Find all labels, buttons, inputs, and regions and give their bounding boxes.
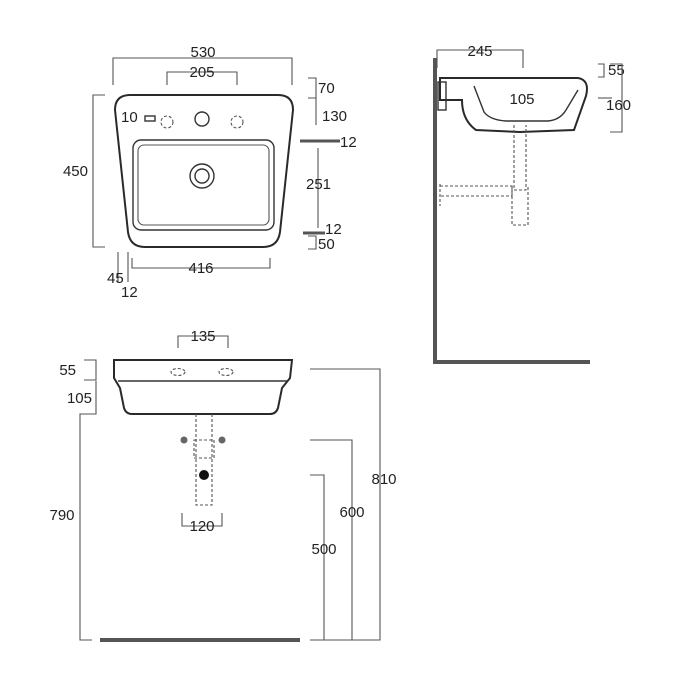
dim-bowl-height: 105 <box>67 390 92 407</box>
dim-floor-to-trap: 500 <box>311 541 336 558</box>
dim-tap-spacing: 205 <box>189 64 214 81</box>
dim-bowl-width: 416 <box>188 260 213 277</box>
tap-hole-right <box>230 115 244 129</box>
dim-line-bowl-width <box>131 258 271 269</box>
dim-floor-to-underside: 790 <box>49 507 74 524</box>
drain-inner <box>194 168 210 184</box>
dim-line-fixing-spacing <box>177 335 229 348</box>
fixing-hole-left <box>170 367 186 377</box>
wall-fixing-left <box>180 436 188 444</box>
waste-pipe-front <box>195 414 213 506</box>
drain-outer <box>189 163 215 189</box>
dim-line-overall-depth <box>92 94 105 248</box>
dim-line-waste-width <box>181 513 223 527</box>
dim-line-front-rim <box>308 235 317 250</box>
basin-outline-top <box>113 94 295 248</box>
wall-fixing-right <box>218 436 226 444</box>
tap-hole-center <box>194 111 210 127</box>
dim-side-rim-thickness: 12 <box>121 284 138 301</box>
front-view: 135 55 105 790 810 600 500 120 <box>49 328 397 642</box>
dim-line-floor-to-trap <box>310 474 325 640</box>
dim-floor-to-fixing: 600 <box>339 504 364 521</box>
dim-line-total-height-v <box>610 63 623 133</box>
dim-line-projection <box>436 49 524 68</box>
dim-rim-thickness-right: 12 <box>340 134 357 151</box>
waste-pipe-side <box>513 125 527 191</box>
side-view: 245 105 55 160 <box>433 43 631 364</box>
fixing-hole-right <box>218 367 234 377</box>
dim-line-top-thickness <box>598 63 605 78</box>
trap-outlet-front <box>199 470 209 480</box>
dim-bowl-depth: 251 <box>306 176 331 193</box>
dim-line-floor-to-top <box>310 368 381 641</box>
bowl-inner-line <box>137 144 270 226</box>
bowl-outline <box>132 139 275 231</box>
dim-front-rim: 50 <box>318 236 335 253</box>
dim-tap-hole-offset: 10 <box>121 109 138 126</box>
dim-fixing-spacing: 135 <box>190 328 215 345</box>
dim-projection: 245 <box>467 43 492 60</box>
dim-line-floor-to-fixing <box>310 439 353 640</box>
dim-line-floor-to-underside <box>79 413 92 641</box>
dim-total-height: 160 <box>606 97 631 114</box>
overflow-slot <box>144 115 156 122</box>
dim-waste-width: 120 <box>189 518 214 535</box>
dim-overall-width: 530 <box>190 44 215 61</box>
dim-top-thickness-front: 55 <box>59 362 76 379</box>
dim-line-tap-spacing <box>166 71 238 85</box>
dim-side-rim: 45 <box>107 270 124 287</box>
wall-bracket <box>437 81 447 111</box>
dim-floor-to-top: 810 <box>371 471 396 488</box>
top-view: 530 205 450 70 130 12 251 12 50 416 45 1… <box>63 44 357 301</box>
basin-front <box>113 359 294 415</box>
dim-line-overall-width <box>112 57 293 85</box>
trap-side <box>440 185 513 197</box>
dim-rear-to-tap: 70 <box>318 80 335 97</box>
dim-top-thickness-side: 55 <box>608 62 625 79</box>
tap-hole-left <box>160 115 174 129</box>
dim-rear-to-bowl: 130 <box>322 108 347 125</box>
trap-bend-side <box>511 186 529 226</box>
bowl-section-inner <box>473 85 579 122</box>
dim-overall-depth: 450 <box>63 163 88 180</box>
trap-front <box>193 439 215 459</box>
dim-bowl-inner-depth: 105 <box>509 91 534 108</box>
dim-line-rear-to-tap <box>308 77 317 99</box>
dim-rim-thickness-front: 12 <box>325 221 342 238</box>
dim-line-front-top-thickness <box>84 359 97 381</box>
